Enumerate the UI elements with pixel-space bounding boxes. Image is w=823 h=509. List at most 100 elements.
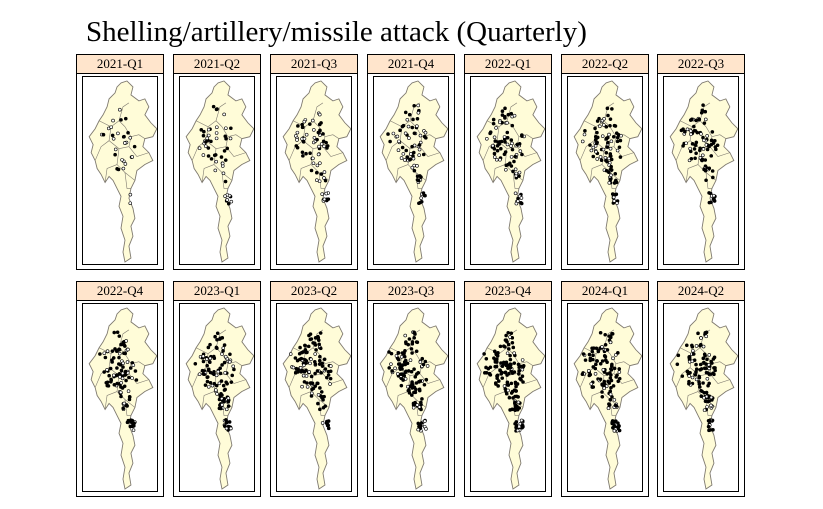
attack-point <box>604 169 609 173</box>
attack-point <box>695 130 700 135</box>
attack-point <box>101 132 106 137</box>
attack-point <box>112 373 116 378</box>
attack-point <box>700 157 705 162</box>
attack-point <box>314 178 319 182</box>
map-panel: 2022-Q1 <box>464 54 552 270</box>
attack-point <box>602 123 606 127</box>
attack-point <box>211 104 216 109</box>
attack-point <box>307 333 311 338</box>
attack-point <box>320 421 325 425</box>
attack-point <box>511 345 516 350</box>
attack-point <box>320 192 324 196</box>
attack-point <box>120 158 124 162</box>
attack-point <box>304 350 309 355</box>
attack-point <box>309 374 314 379</box>
attack-point <box>499 146 503 151</box>
attack-point <box>206 385 211 389</box>
attack-point <box>406 342 411 347</box>
attack-point <box>389 351 394 356</box>
map-panel: 2024-Q2 <box>657 281 745 497</box>
attack-point <box>229 426 233 431</box>
attack-point <box>704 334 708 339</box>
attack-point <box>494 357 499 362</box>
attack-point <box>701 356 706 361</box>
region-border <box>201 391 215 410</box>
attack-point <box>229 199 234 204</box>
attack-point <box>615 148 620 153</box>
attack-point <box>421 191 426 195</box>
attack-point <box>105 349 110 353</box>
attack-point <box>328 369 333 374</box>
attack-point <box>688 118 693 122</box>
attack-point <box>513 167 518 172</box>
attack-point <box>228 136 233 141</box>
attack-point <box>593 366 598 371</box>
region-border <box>195 347 223 355</box>
attack-point <box>311 161 316 166</box>
attack-point <box>417 201 421 206</box>
attack-point <box>411 401 416 406</box>
attack-point <box>401 123 406 128</box>
attack-point <box>305 385 310 389</box>
attack-point <box>217 381 222 386</box>
attack-point <box>596 348 601 353</box>
attack-point <box>205 363 209 368</box>
attack-point <box>607 334 611 338</box>
attack-point <box>291 365 296 370</box>
attack-point <box>712 366 716 370</box>
region-border <box>221 172 228 189</box>
attack-point <box>698 146 703 151</box>
attack-point <box>405 155 410 159</box>
attack-point <box>615 135 620 140</box>
attack-point <box>204 357 209 361</box>
attack-point <box>617 376 622 381</box>
attack-point <box>311 156 315 161</box>
attack-point <box>707 381 711 386</box>
attack-point <box>600 359 605 363</box>
attack-point <box>325 146 329 150</box>
attack-point <box>504 362 509 367</box>
attack-point <box>689 156 694 161</box>
attack-point <box>407 337 412 341</box>
attack-point <box>406 124 411 129</box>
attack-point <box>232 367 236 372</box>
attack-point <box>212 381 217 386</box>
attack-point <box>130 155 135 159</box>
attack-point <box>687 379 691 384</box>
attack-point <box>699 132 703 136</box>
attack-point <box>515 382 520 386</box>
attack-point <box>594 362 598 367</box>
attack-point <box>606 406 611 411</box>
attack-point <box>325 419 329 424</box>
attack-point <box>202 372 206 377</box>
attack-point <box>218 371 223 376</box>
attack-point <box>119 118 123 122</box>
attack-point <box>229 126 233 131</box>
attack-point <box>484 365 488 370</box>
attack-point <box>496 379 501 383</box>
attack-point <box>197 372 202 377</box>
attack-point <box>609 168 614 172</box>
attack-point <box>119 380 123 385</box>
attack-point <box>709 359 713 364</box>
attack-point <box>694 362 698 367</box>
attack-point <box>606 140 610 145</box>
attack-point <box>394 354 399 358</box>
attack-point <box>503 140 507 144</box>
attack-point <box>608 154 613 158</box>
map-frame <box>373 303 449 492</box>
attack-point <box>418 133 423 138</box>
map-frame <box>567 303 643 492</box>
attack-point <box>121 365 125 369</box>
attack-point <box>304 132 309 137</box>
region-border <box>389 120 417 128</box>
attack-point <box>404 148 409 153</box>
attack-point <box>319 172 324 176</box>
attack-point <box>516 362 521 367</box>
attack-point <box>318 346 323 351</box>
attack-point <box>700 108 705 113</box>
attack-point <box>208 342 212 347</box>
attack-point <box>316 393 321 397</box>
attack-point <box>711 175 715 180</box>
attack-point <box>123 373 127 377</box>
